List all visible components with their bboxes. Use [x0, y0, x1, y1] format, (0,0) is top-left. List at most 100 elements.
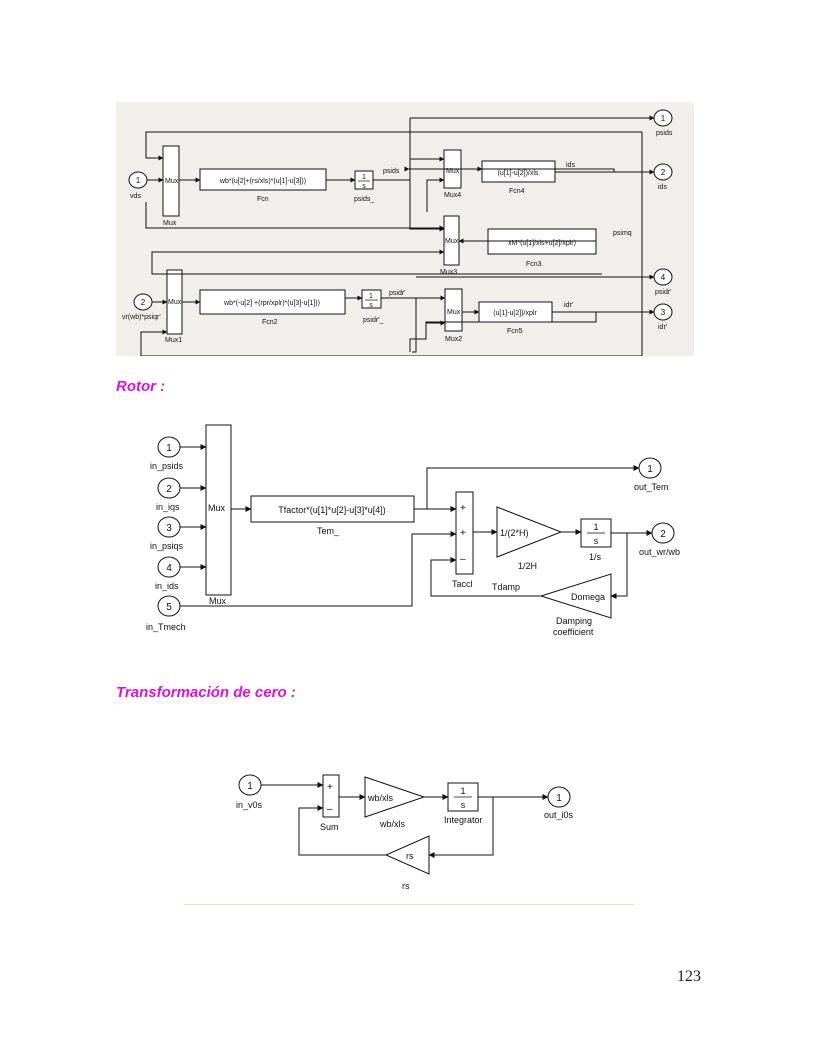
mux4-label: Mux — [446, 168, 460, 175]
outport-idr-label: idr' — [658, 324, 667, 331]
tem-fcn-name: Tem_ — [317, 526, 340, 536]
rotor-integrator-num: 1 — [593, 522, 598, 532]
stator-signal-lines — [140, 115, 655, 357]
rotor-integrator-den: s — [594, 536, 599, 546]
zero-sum-name: Sum — [320, 822, 339, 832]
damping-gain-block[interactable]: Domega — [539, 573, 612, 619]
rotor-inport-psiqs[interactable]: 3 — [157, 516, 181, 538]
tem-fcn-block[interactable]: Tfactor*(u[1]*u[2]-u[3]*u[4]) — [250, 495, 415, 523]
rotor-outport-tem[interactable]: 1 — [638, 457, 662, 479]
integrator-psidr[interactable]: 1 s — [361, 289, 382, 309]
fcn4-name: Fcn4 — [509, 188, 525, 195]
tdamp-signal-label: Tdamp — [492, 582, 520, 592]
rotor-outport-wr[interactable]: 2 — [651, 522, 675, 544]
inport-vr-psiqr-label: vr(wb)*psiqr' — [122, 314, 161, 321]
mux3-name: Mux3 — [440, 269, 457, 276]
damping-name-line1: Damping — [556, 616, 592, 626]
zero-diagram: 1 in_v0s + – Sum wb/xls wb/xls 1 s Integ… — [236, 774, 574, 891]
rotor-heading: Rotor : — [116, 378, 166, 395]
page-number: 123 — [677, 968, 701, 985]
mux1-name: Mux1 — [165, 337, 182, 344]
zero-outport-i0s[interactable]: 1 — [547, 786, 571, 808]
taccl-sign-1: + — [460, 503, 466, 514]
rotor-mux-block[interactable]: Mux — [205, 424, 232, 596]
zero-outport-number: 1 — [556, 793, 562, 804]
fcn-block[interactable]: wb*(u[2]+(rs/xls)*(u[1]-u[3])) — [199, 168, 327, 191]
zero-sum-sign-2: – — [327, 804, 333, 815]
inport-vds-number: 1 — [136, 176, 141, 185]
gain-1-2h-block[interactable]: 1/(2*H) — [496, 506, 563, 558]
rotor-integrator-block[interactable]: 1 s — [580, 518, 612, 548]
outport-psids[interactable]: 1 — [653, 109, 673, 127]
taccl-name: Taccl — [452, 579, 473, 589]
rotor-inport-iqs-label: in_iqs — [156, 502, 180, 512]
mux2-block[interactable]: Mux — [444, 288, 463, 332]
rotor-inport-iqs[interactable]: 2 — [157, 477, 181, 499]
inport-vr-psiqr[interactable]: 2 — [133, 293, 153, 311]
rotor-inport-tmech-number: 5 — [166, 602, 172, 613]
rotor-inport-ids-label: in_ids — [155, 581, 179, 591]
taccl-sign-2: + — [460, 528, 466, 539]
fcn2-block[interactable]: wb*(-u[2] +(rpr/xplr)*(u[3]-u[1])) — [199, 289, 346, 315]
rotor-integrator-name: 1/s — [589, 552, 602, 562]
mux4-name: Mux4 — [444, 192, 461, 199]
fcn-expression: wb*(u[2]+(rs/xls)*(u[1]-u[3])) — [219, 178, 306, 185]
signal-psidr-label: psidr' — [389, 290, 406, 297]
rotor-outport-tem-label: out_Tem — [634, 482, 669, 492]
zero-rs-gain-block[interactable]: rs — [384, 835, 430, 875]
outport-idr-number: 3 — [661, 308, 666, 317]
outport-psidr[interactable]: 4 — [653, 268, 673, 286]
mux2-label: Mux — [447, 309, 461, 316]
mux2-name: Mux2 — [445, 336, 462, 343]
stator-diagram-panel: 1 vds Mux Mux wb*(u[2]+(rs/xls)*(u[1]-u[… — [116, 102, 694, 357]
inport-vds-label: vds — [130, 193, 141, 200]
rotor-inport-ids[interactable]: 4 — [157, 556, 181, 578]
rotor-inport-psids-number: 1 — [166, 443, 172, 454]
signal-psids-label: psids — [383, 168, 400, 175]
zero-integrator-block[interactable]: 1 s — [447, 782, 479, 812]
fcn5-block[interactable]: (u[1]-u[2])/xplr — [478, 301, 553, 323]
zero-inport-number: 1 — [247, 781, 253, 792]
zero-sum-sign-1: + — [327, 782, 333, 793]
rotor-mux-name: Mux — [209, 596, 227, 606]
mux1-block[interactable]: Mux — [166, 269, 183, 335]
rotor-outport-tem-number: 1 — [647, 464, 653, 475]
mux-label: Mux — [165, 178, 179, 185]
outport-idr[interactable]: 3 — [653, 303, 673, 321]
damping-name-line2: coefficient — [553, 627, 594, 637]
fcn4-expression: (u[1]-u[2])/xls — [498, 170, 539, 177]
outport-ids-number: 2 — [661, 168, 666, 177]
gain-1-2h-value: 1/(2*H) — [500, 528, 529, 538]
fcn4-block[interactable]: (u[1]-u[2])/xls — [481, 160, 556, 183]
rotor-signal-lines — [180, 444, 653, 607]
outport-ids[interactable]: 2 — [653, 163, 673, 181]
zero-gain-name: wb/xls — [379, 819, 406, 829]
rotor-inport-ids-number: 4 — [166, 563, 172, 574]
zero-rs-gain-name: rs — [402, 881, 410, 891]
mux3-block[interactable]: Mux — [443, 215, 460, 266]
rotor-inport-psids-label: in_psids — [150, 461, 184, 471]
rotor-mux-label: Mux — [208, 503, 226, 513]
damping-gain-value: Domega — [571, 592, 605, 602]
signal-idr-label: idr' — [564, 302, 573, 309]
zero-transform-heading: Transformación de cero : — [116, 684, 296, 701]
integrator-psids-num: 1 — [362, 174, 366, 181]
taccl-sum-block[interactable]: + + – — [455, 491, 474, 575]
zero-gain-block[interactable]: wb/xls — [364, 776, 426, 818]
zero-inport-v0s[interactable]: 1 — [238, 774, 262, 796]
fcn2-expression: wb*(-u[2] +(rpr/xplr)*(u[3]-u[1])) — [223, 300, 320, 307]
inport-vds[interactable]: 1 — [128, 171, 148, 189]
fcn-name: Fcn — [257, 196, 269, 203]
rotor-inport-tmech[interactable]: 5 — [157, 595, 181, 617]
zero-inport-label: in_v0s — [236, 800, 263, 810]
zero-integrator-num: 1 — [460, 786, 465, 796]
rotor-inport-psids[interactable]: 1 — [157, 436, 181, 458]
mux-block[interactable]: Mux — [162, 145, 180, 217]
integrator-psids[interactable]: 1 s — [354, 170, 374, 190]
zero-sum-block[interactable]: + – — [322, 774, 340, 818]
zero-integrator-den: s — [461, 800, 466, 810]
rotor-outport-wr-number: 2 — [660, 529, 666, 540]
outport-psids-number: 1 — [661, 114, 666, 123]
zero-diagram-panel: 1 in_v0s + – Sum wb/xls wb/xls 1 s Integ… — [184, 716, 634, 905]
outport-psids-label: psids — [656, 130, 673, 137]
